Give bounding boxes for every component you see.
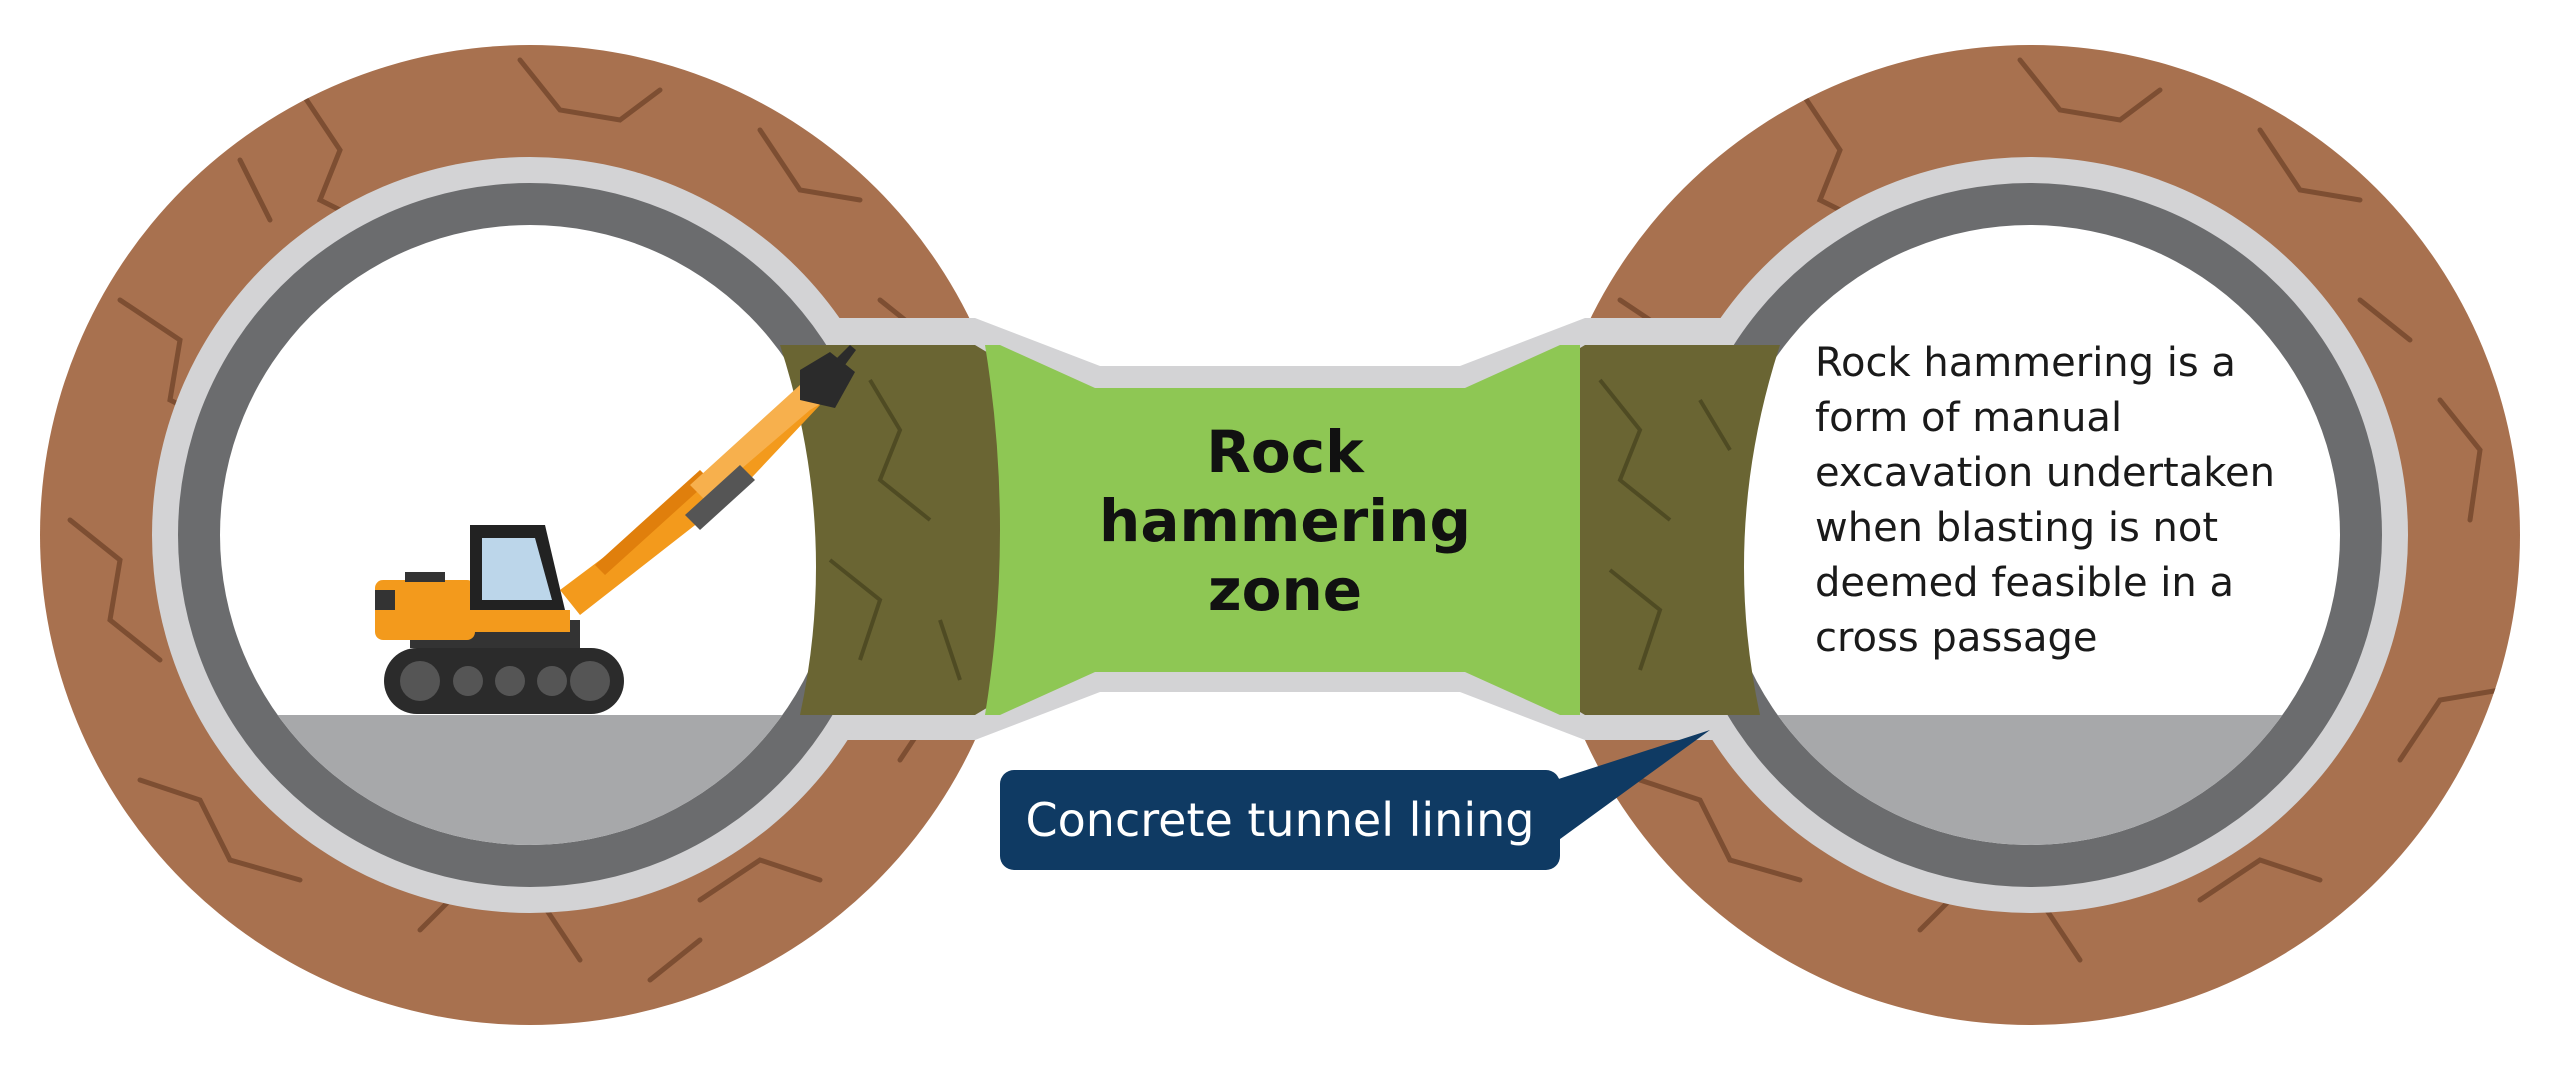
zone-title-line: Rock <box>1206 418 1364 486</box>
rock-hammering-description: Rock hammering is a form of manual excav… <box>1815 336 2295 666</box>
concrete-tunnel-lining-callout: Concrete tunnel lining <box>1000 770 1560 870</box>
description-line: excavation undertaken <box>1815 450 2275 496</box>
left-excavation-rock-band <box>780 345 1000 715</box>
description-line: when blasting is not <box>1815 505 2219 551</box>
left-tunnel-interior <box>220 225 840 845</box>
excavator-icon <box>375 345 856 714</box>
zone-title-line: zone <box>1207 556 1363 624</box>
rock-hammering-zone-area <box>985 345 1580 715</box>
right-excavation-rock-band <box>1560 345 1780 715</box>
rock-hammering-zone-title: Rock hammering zone <box>1085 418 1485 625</box>
description-line: deemed feasible in a <box>1815 560 2234 606</box>
zone-title-line: hammering <box>1099 487 1471 555</box>
callout-pointer <box>1540 730 1710 850</box>
description-line: Rock hammering is a <box>1815 340 2236 386</box>
description-line: cross passage <box>1815 615 2098 661</box>
description-line: form of manual <box>1815 395 2123 441</box>
